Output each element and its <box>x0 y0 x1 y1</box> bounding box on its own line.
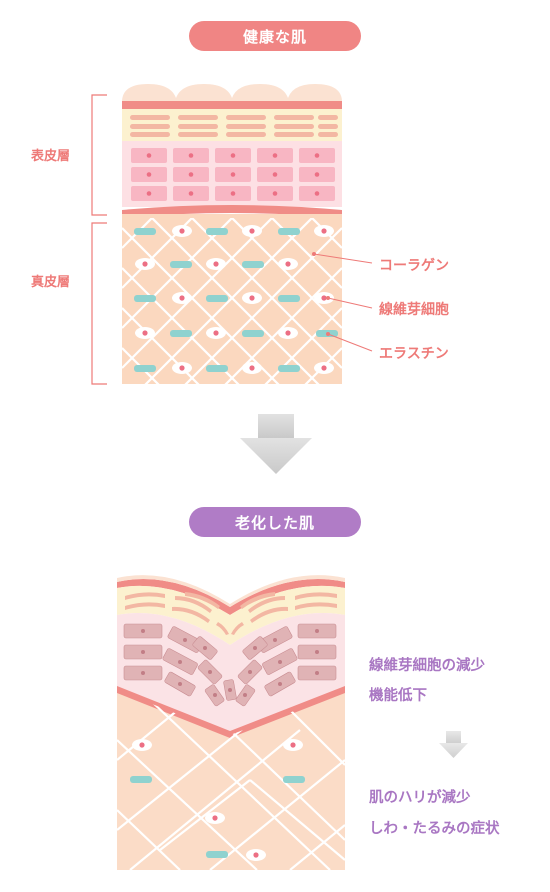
fibroblast-label: 線維芽細胞 <box>379 302 449 318</box>
aged-elastin-fibers <box>130 776 305 858</box>
elastin-label: エラスチン <box>379 346 449 362</box>
transition-arrow-icon <box>240 414 312 474</box>
callout-lines <box>313 253 373 352</box>
aged-note-function-decline: 機能低下 <box>369 688 427 704</box>
aged-cell-layer <box>117 613 345 735</box>
healthy-surface <box>122 84 342 109</box>
epidermis-label: 表皮層 <box>31 149 71 164</box>
aged-keratin-layer <box>117 585 345 645</box>
aged-note-firmness-decrease: 肌のハリが減少 <box>369 790 471 806</box>
dermis-label: 真皮層 <box>31 275 71 290</box>
aged-dermis <box>117 693 346 870</box>
collagen-label: コーラゲン <box>379 258 449 274</box>
healthy-skin <box>91 84 373 385</box>
aged-skin-title: 老化した肌 <box>189 507 361 537</box>
healthy-basement-membrane <box>122 205 342 218</box>
aged-skin <box>117 575 346 870</box>
healthy-dermis <box>122 214 342 384</box>
healthy-keratin-layer <box>122 109 342 141</box>
aged-note-fibroblast-decrease: 線維芽細胞の減少 <box>369 658 485 674</box>
healthy-cell-layer <box>122 141 342 207</box>
aged-note-wrinkles-sagging: しわ・たるみの症状 <box>369 821 500 837</box>
layer-brackets <box>91 94 107 385</box>
aged-fibroblast-cells <box>132 739 303 861</box>
healthy-skin-title: 健康な肌 <box>189 21 361 51</box>
result-arrow-icon <box>439 731 468 758</box>
